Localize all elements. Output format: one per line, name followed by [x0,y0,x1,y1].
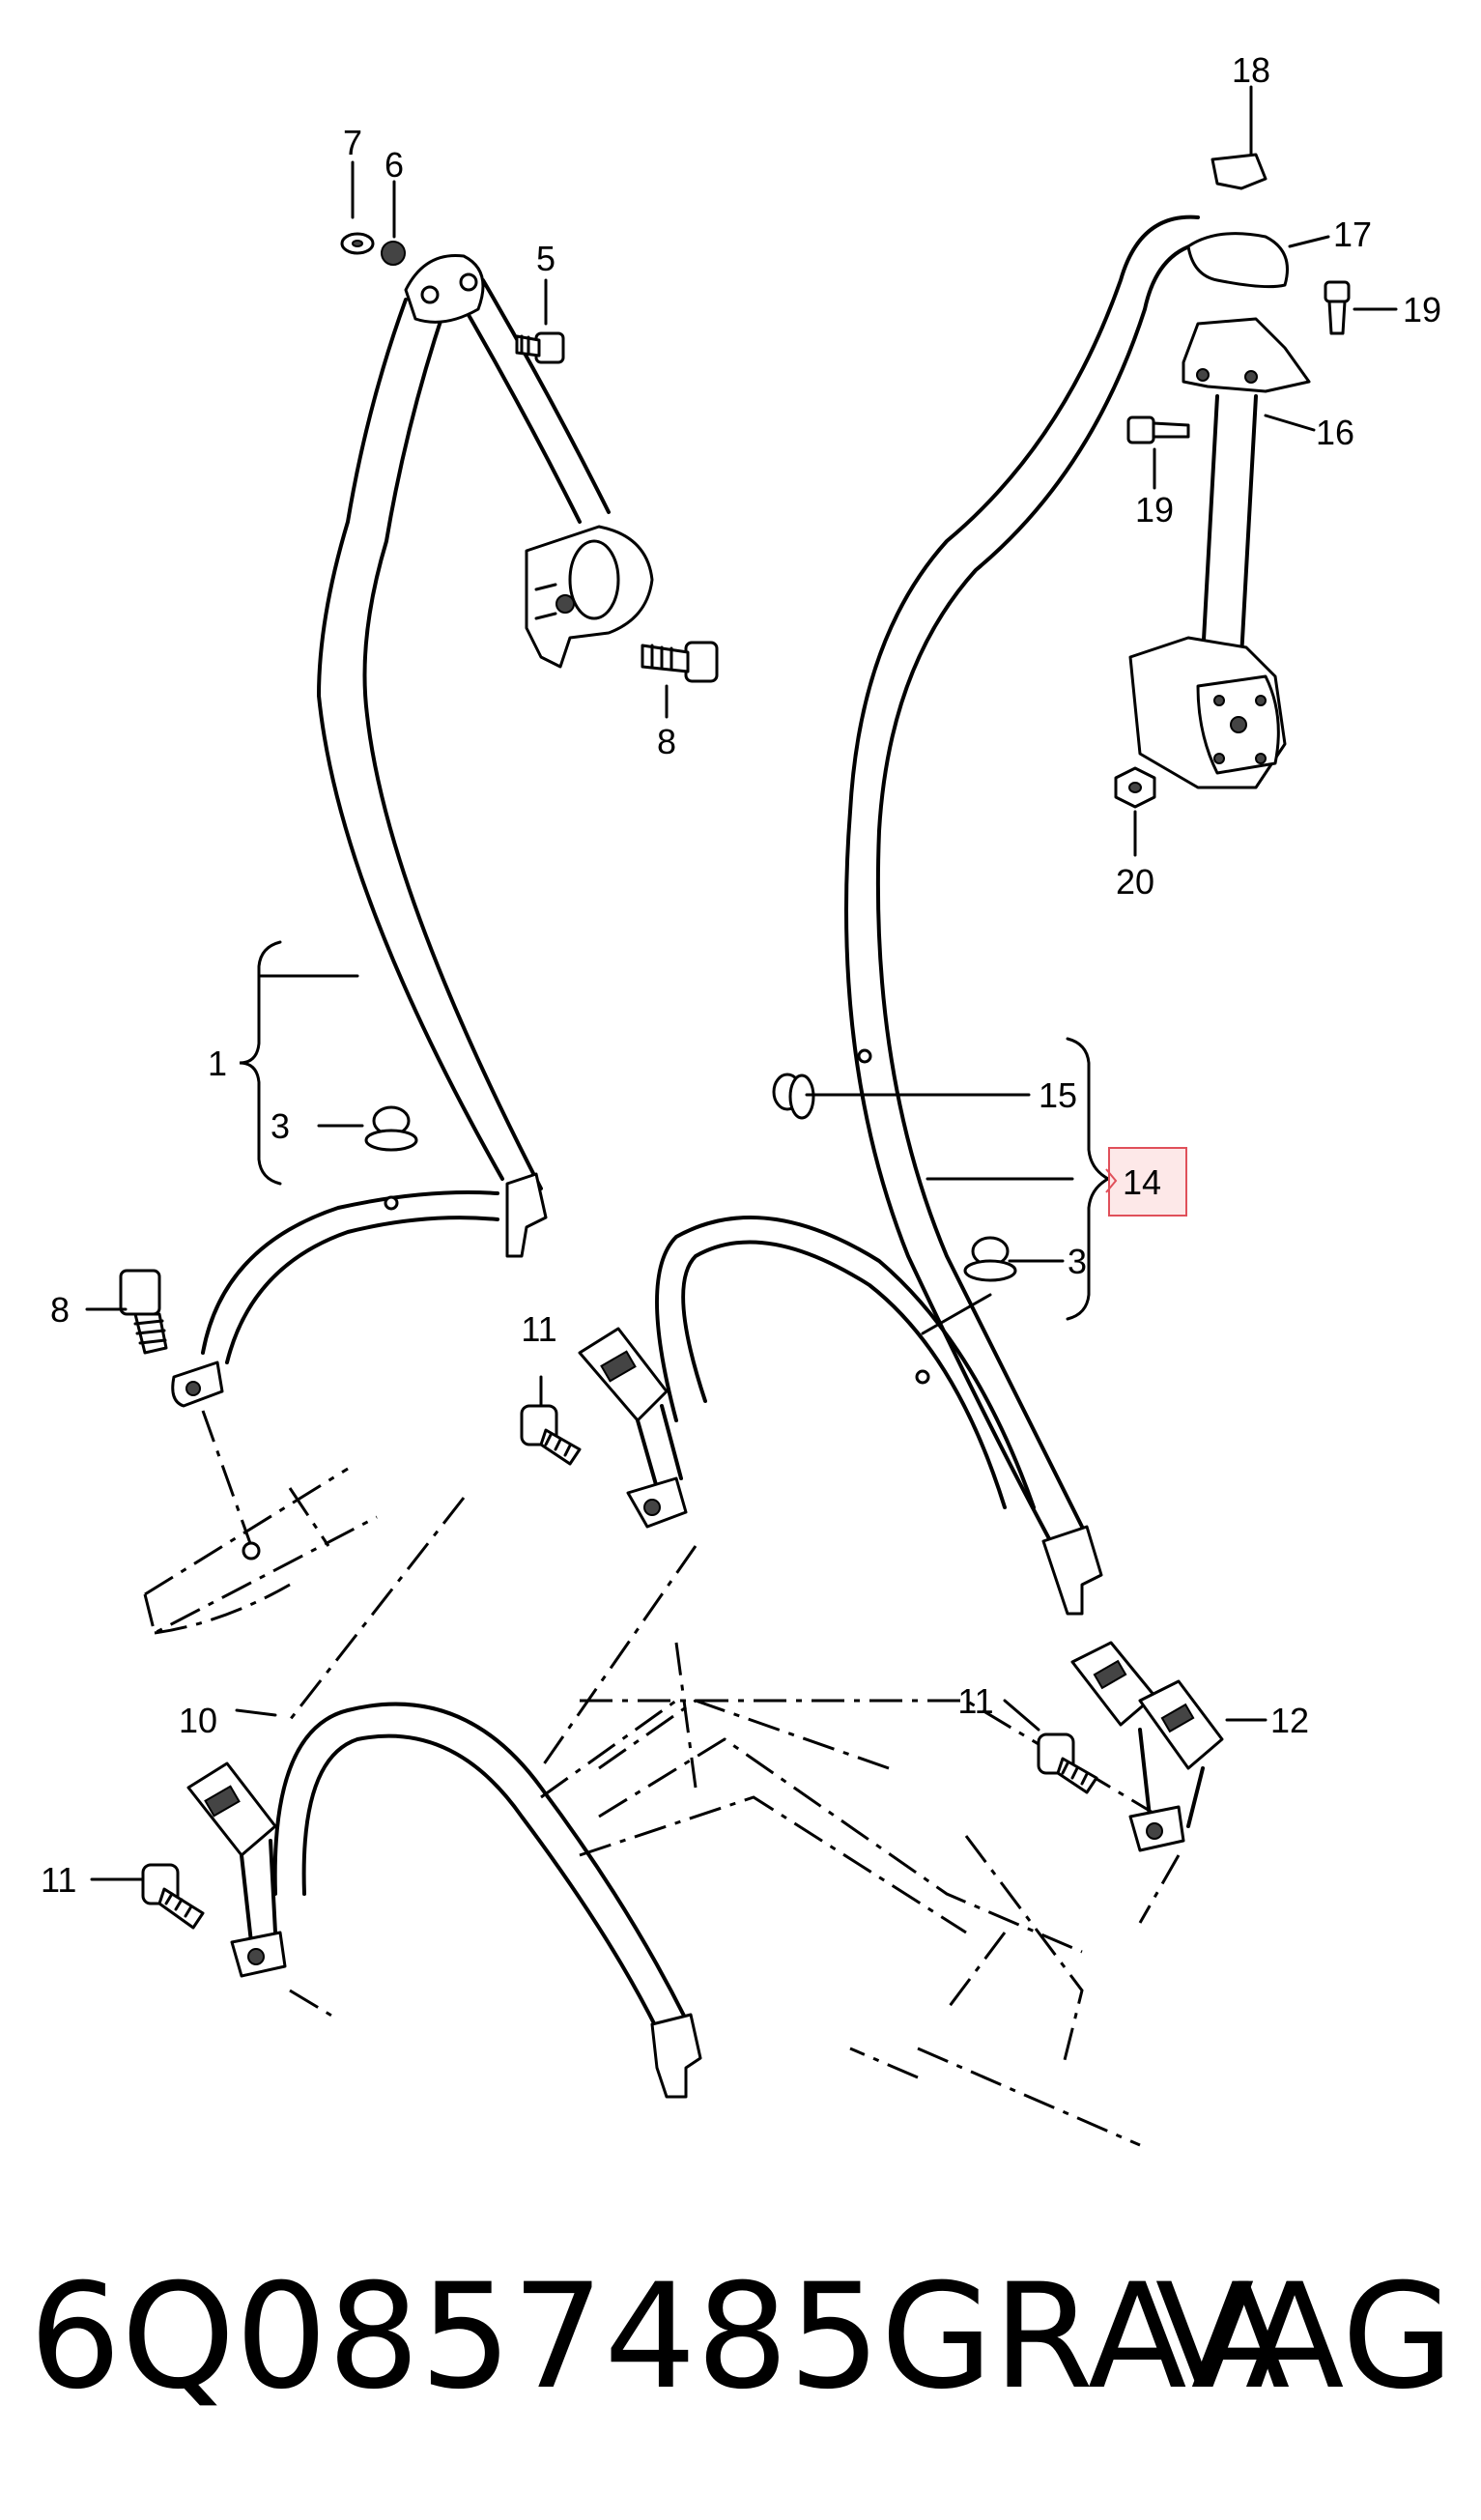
button-part-15 [772,1048,872,1120]
left-floor-bolt [119,1269,168,1355]
left-upper-anchor [404,253,485,324]
part-number: 6Q0857485GRAA [29,2253,1290,2421]
bolt-part-11-right [1037,1732,1098,1794]
washer-part-7 [340,232,375,255]
center-belt-webbing [844,215,1219,1616]
center-buckle [578,1327,688,1529]
center-retractor [1128,636,1287,789]
callout-17: 17 [1333,215,1372,254]
bolt-part-19-lower [1126,415,1190,444]
callout-14: 14 [1123,1162,1161,1202]
callout-15: 15 [1039,1075,1077,1115]
callout-14-marker [1105,1168,1118,1193]
callout-19-lower: 19 [1135,490,1174,530]
callout-10: 10 [179,1701,217,1740]
center-guide-clip-part-18 [1210,153,1267,190]
bolt-part-19-upper [1324,280,1351,335]
callout-11-right: 11 [957,1681,993,1721]
nut-part-20 [1114,766,1156,809]
callout-16: 16 [1316,413,1354,452]
callout-3-right: 3 [1068,1242,1087,1281]
bolt-part-11-center [520,1404,582,1466]
callout-1: 1 [208,1044,227,1083]
floor-dash-guides [288,1497,1181,2079]
clip-part-3-right [915,1236,1017,1385]
left-lap-belt [171,1190,499,1408]
floor-outline-left [143,1467,378,1636]
bolt-part-5 [515,331,565,364]
lower-lap-belt-part-10 [272,1702,702,2099]
callout-6: 6 [384,145,404,185]
lower-buckle [186,1761,287,1978]
center-strap-down [1201,394,1258,659]
callout-20: 20 [1116,862,1154,902]
leader-lines [85,85,1398,1881]
callout-5: 5 [536,239,555,278]
left-pin-guide-line [201,1410,261,1561]
callout-19-upper: 19 [1403,290,1441,329]
left-belt-end-fitting [505,1172,548,1258]
floor-outline-center [540,1642,1160,2147]
callout-3-left: 3 [271,1106,290,1146]
callout-labels: 7 6 5 8 18 17 19 16 19 20 1 3 15 14 3 8 … [41,50,1441,1900]
double-buckle-part-12 [1070,1641,1224,1852]
callout-11-lower: 11 [41,1860,76,1900]
brand-name: VAG [1155,2253,1454,2421]
center-guide-loop [1186,232,1289,289]
callout-7: 7 [343,123,362,162]
bolt-part-8-upper [641,641,719,683]
callout-8-upper: 8 [657,722,676,761]
spacer-part-6 [381,241,406,266]
callout-11-center: 11 [521,1309,556,1349]
left-retractor [525,525,654,669]
callout-8-lower: 8 [50,1290,70,1330]
center-lap-belt [655,1216,1036,1509]
callout-18: 18 [1232,50,1270,90]
bolt-part-11-lower [141,1863,205,1930]
center-bracket-part-16 [1182,317,1311,393]
callout-12: 12 [1270,1701,1309,1740]
callout-14-highlight-box [1108,1147,1187,1217]
left-belt-webbing [317,278,611,1190]
clip-part-3-left [364,1105,418,1152]
